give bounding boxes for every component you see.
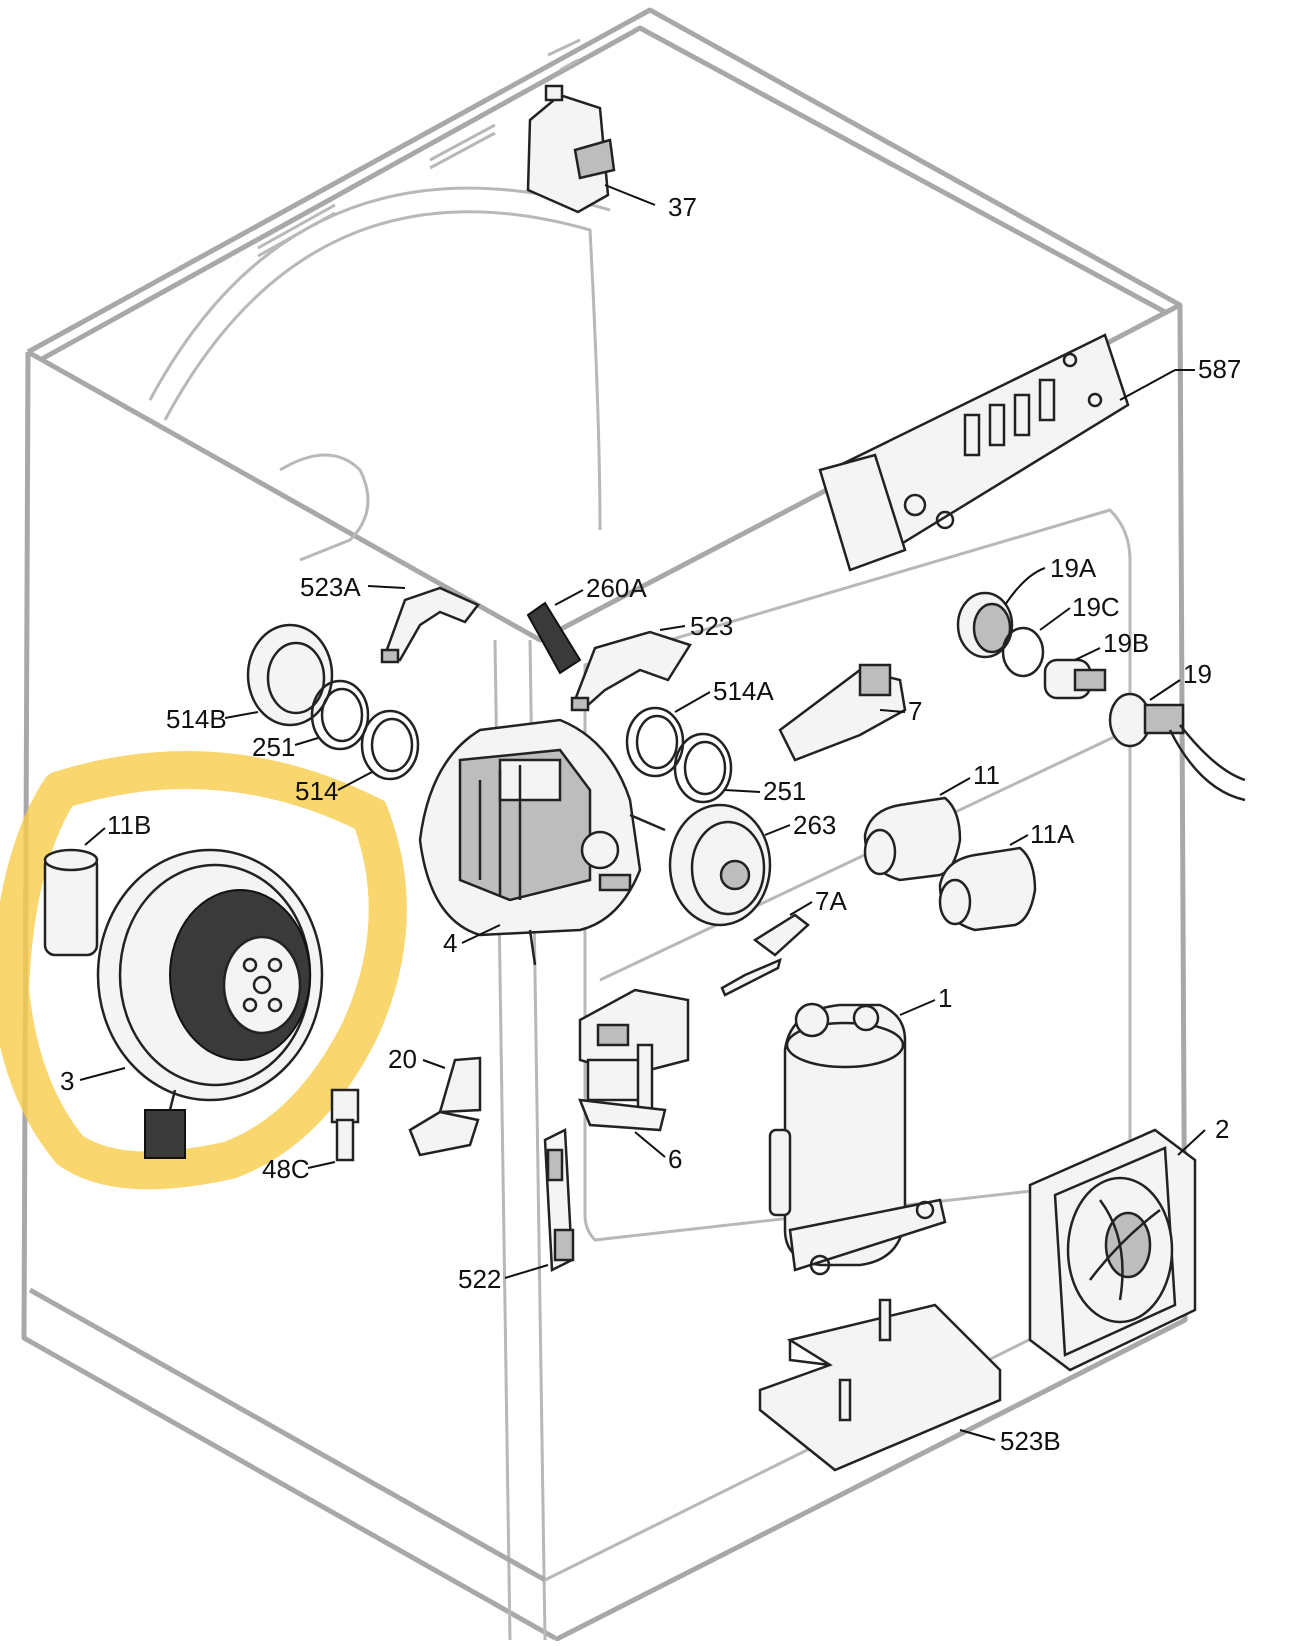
part-11-capacitor — [863, 777, 971, 882]
label-11: 11 — [973, 760, 1000, 790]
part-19-thermostat — [1108, 679, 1246, 802]
part-2-cooling-fan — [1028, 1128, 1206, 1372]
part-523-bracket — [570, 625, 692, 712]
label-19B: 19B — [1103, 628, 1149, 658]
part-251-ring-right — [673, 732, 761, 804]
part-263-pulley — [668, 803, 791, 927]
label-514: 514 — [295, 776, 338, 806]
part-523A-bracket — [367, 585, 480, 664]
callout-labels: 37 587 523A 260A 523 19A 19C 19B 19 514B… — [60, 192, 1241, 1456]
part-11B-capacitor — [43, 827, 106, 957]
part-20-clip — [408, 1056, 482, 1157]
part-4-motor — [418, 718, 666, 966]
part-514A-seal — [625, 691, 711, 778]
label-260A: 260A — [586, 573, 647, 603]
label-522: 522 — [458, 1264, 501, 1294]
label-4: 4 — [443, 928, 457, 958]
label-1: 1 — [938, 983, 952, 1013]
label-523B: 523B — [1000, 1426, 1061, 1456]
highlight-circle — [0, 751, 407, 1190]
part-48C-connector — [307, 1088, 360, 1169]
label-11A: 11A — [1030, 819, 1075, 849]
part-6-pump — [578, 988, 690, 1158]
part-11A-capacitor — [938, 834, 1037, 932]
label-251-left: 251 — [252, 732, 295, 762]
label-11B: 11B — [107, 810, 151, 840]
part-7-switch — [778, 663, 907, 762]
label-19: 19 — [1183, 659, 1212, 689]
label-20: 20 — [388, 1044, 417, 1074]
part-7A-microswitch — [720, 901, 813, 997]
part-522-bracket — [504, 1128, 575, 1279]
label-523A: 523A — [300, 572, 361, 602]
label-263: 263 — [793, 810, 836, 840]
part-514B-bearing-seal — [224, 623, 334, 727]
part-1-compressor — [768, 999, 947, 1276]
part-19B-sensor — [1043, 647, 1107, 700]
label-251-right: 251 — [763, 776, 806, 806]
label-7A: 7A — [815, 886, 847, 916]
part-3-fan-wheel — [79, 848, 324, 1159]
part-523B-base-plate — [758, 1298, 1002, 1472]
part-514-seal — [337, 709, 420, 791]
label-514A: 514A — [713, 676, 774, 706]
label-19C: 19C — [1072, 592, 1120, 622]
part-19A-heater-housing — [956, 567, 1046, 659]
label-6: 6 — [668, 1144, 682, 1174]
part-37-door-lock — [526, 84, 656, 214]
label-3: 3 — [60, 1066, 74, 1096]
label-37: 37 — [668, 192, 697, 222]
label-2: 2 — [1215, 1114, 1229, 1144]
part-587-control-board — [818, 333, 1195, 572]
label-19A: 19A — [1050, 553, 1097, 583]
label-48C: 48C — [262, 1154, 310, 1184]
label-523: 523 — [690, 611, 733, 641]
label-587: 587 — [1198, 354, 1241, 384]
part-260A-spring — [526, 589, 584, 675]
part-251-ring-left — [294, 679, 370, 751]
label-514B: 514B — [166, 704, 227, 734]
part-19C-o-ring — [1001, 607, 1071, 678]
label-7: 7 — [908, 696, 922, 726]
